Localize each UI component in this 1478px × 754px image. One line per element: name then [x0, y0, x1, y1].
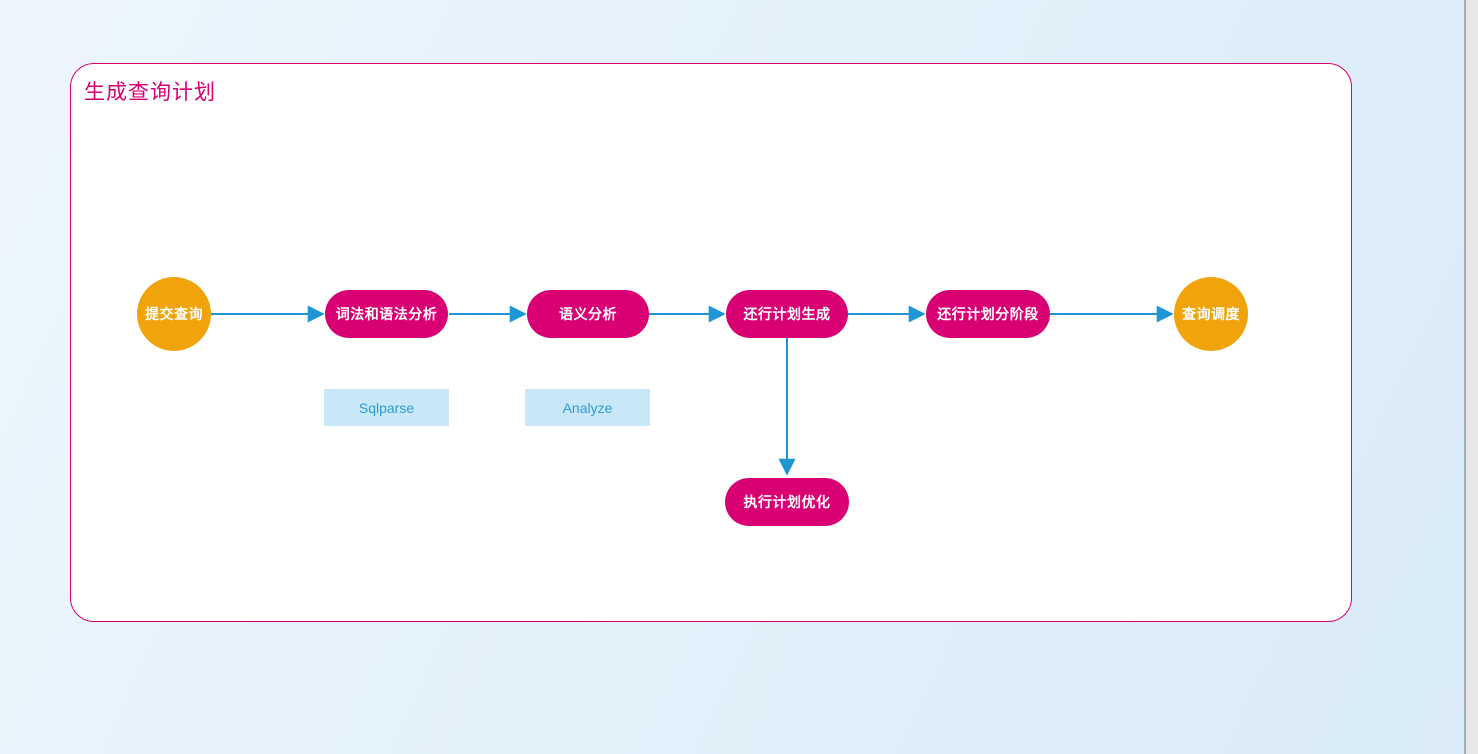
node-label: 查询调度 [1182, 306, 1240, 322]
node-lex-syntax-analysis[interactable]: 词法和语法分析 [325, 290, 448, 338]
node-label: 语义分析 [559, 306, 617, 322]
node-plan-optimize[interactable]: 执行计划优化 [725, 478, 849, 526]
node-plan-generate[interactable]: 还行计划生成 [726, 290, 848, 338]
node-label: 执行计划优化 [743, 494, 831, 510]
annotation-analyze[interactable]: Analyze [525, 389, 650, 426]
annotation-label: Analyze [562, 399, 613, 416]
vertical-scrollbar[interactable] [1464, 0, 1478, 754]
panel-title: 生成查询计划 [84, 81, 216, 104]
node-query-schedule[interactable]: 查询调度 [1174, 277, 1248, 351]
node-label: 提交查询 [145, 306, 203, 322]
node-label: 词法和语法分析 [335, 306, 438, 322]
node-submit-query[interactable]: 提交查询 [137, 277, 211, 351]
node-label: 还行计划生成 [743, 306, 831, 322]
node-semantic-analysis[interactable]: 语义分析 [527, 290, 649, 338]
node-plan-stage[interactable]: 还行计划分阶段 [926, 290, 1050, 338]
node-label: 还行计划分阶段 [937, 306, 1039, 322]
query-plan-panel: 生成查询计划 提交查询 词法和语法分析 语义分析 还行计划生成 [70, 63, 1352, 622]
connectors-layer [211, 305, 1174, 476]
annotation-label: Sqlparse [358, 399, 415, 416]
annotation-sqlparse[interactable]: Sqlparse [324, 389, 449, 426]
